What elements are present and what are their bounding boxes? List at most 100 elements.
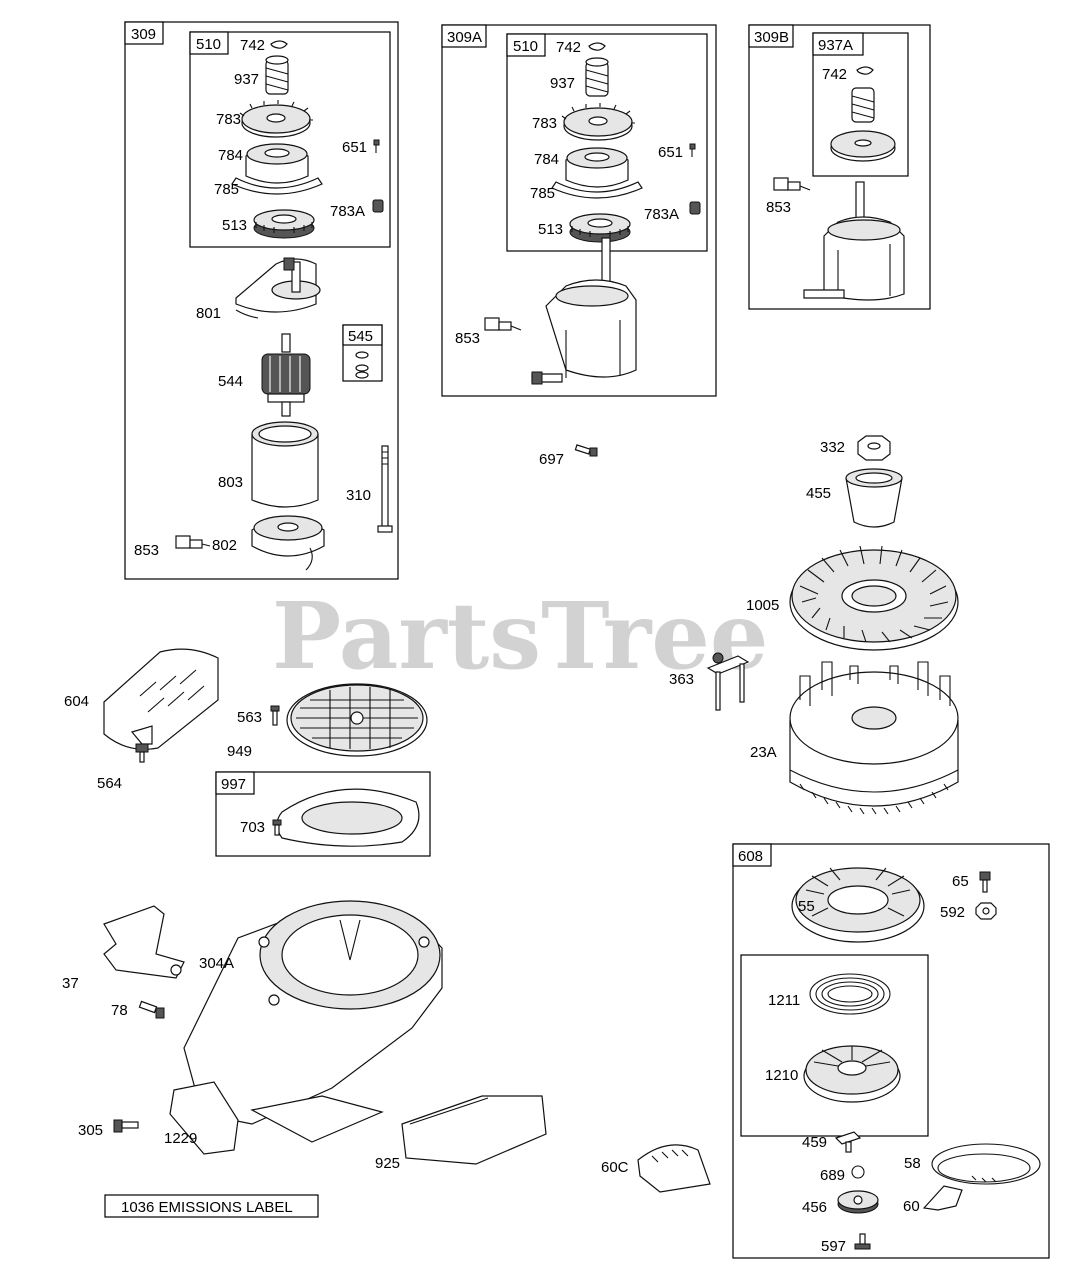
label-742: 742: [240, 37, 265, 54]
part-545-washers[interactable]: [355, 351, 369, 379]
group-label-510b: 510: [513, 38, 538, 55]
part-853-connector-c[interactable]: [773, 177, 811, 191]
part-544-armature[interactable]: [261, 333, 311, 417]
label-1005: 1005: [746, 597, 779, 614]
label-305: 305: [78, 1122, 103, 1139]
emissions-label: 1036 EMISSIONS LABEL: [121, 1199, 293, 1216]
part-937A-pinion-gear[interactable]: [830, 87, 896, 162]
label-703: 703: [240, 819, 265, 836]
part-459-dog[interactable]: [834, 1131, 862, 1153]
label-783: 783: [216, 111, 241, 128]
part-853-connector-b[interactable]: [484, 317, 522, 331]
part-949-screen[interactable]: [286, 683, 428, 757]
part-742-clip-c[interactable]: [856, 66, 874, 75]
label-1210: 1210: [765, 1067, 798, 1084]
group-309: 309 510 742 937 783 7: [124, 21, 399, 580]
label-513: 513: [222, 217, 247, 234]
part-997-plate[interactable]: [276, 788, 420, 847]
label-304A: 304A: [199, 955, 234, 972]
part-1211-spring[interactable]: [809, 973, 891, 1015]
part-742-clip-b[interactable]: [588, 42, 606, 51]
label-564: 564: [97, 775, 122, 792]
part-37-deflector[interactable]: [103, 905, 185, 979]
part-937-pinion-b[interactable]: [585, 57, 609, 97]
label-455: 455: [806, 485, 831, 502]
part-starter-motor-a[interactable]: [531, 237, 637, 385]
label-651-b: 651: [658, 144, 683, 161]
part-742-clip[interactable]: [270, 40, 288, 49]
group-label-309B: 309B: [754, 29, 789, 46]
label-697: 697: [539, 451, 564, 468]
label-802: 802: [212, 537, 237, 554]
group-label-608: 608: [738, 848, 763, 865]
label-1211: 1211: [768, 992, 800, 1009]
part-513-clutch[interactable]: [253, 209, 315, 239]
part-305-screw[interactable]: [113, 1119, 139, 1133]
group-label-997: 997: [221, 776, 246, 793]
part-801-end-cap[interactable]: [235, 257, 321, 319]
part-802-brush-plate[interactable]: [251, 515, 325, 571]
part-604-shield[interactable]: [103, 648, 219, 750]
label-563: 563: [237, 709, 262, 726]
part-55-cover[interactable]: [791, 867, 925, 943]
label-65: 65: [952, 873, 969, 890]
part-1229-baffle[interactable]: [169, 1081, 239, 1155]
group-309A: 309A 510 742 937 783 784 785: [441, 24, 717, 397]
part-564-screw[interactable]: [135, 743, 149, 763]
part-1210-pulley[interactable]: [803, 1045, 901, 1103]
part-803-frame[interactable]: [251, 421, 319, 508]
label-58: 58: [904, 1155, 921, 1172]
label-456: 456: [802, 1199, 827, 1216]
part-592-nut[interactable]: [975, 902, 997, 920]
label-60: 60: [903, 1198, 920, 1215]
part-563-screw[interactable]: [270, 705, 280, 726]
label-853-c: 853: [766, 199, 791, 216]
part-783-gear-b[interactable]: [561, 103, 635, 141]
part-783A-sleeve-b[interactable]: [689, 201, 701, 215]
part-starter-motor-b[interactable]: [803, 181, 905, 301]
label-783A-b: 783A: [644, 206, 679, 223]
part-783A-sleeve[interactable]: [372, 199, 384, 213]
label-60C: 60C: [601, 1159, 629, 1176]
part-60C-handle[interactable]: [637, 1144, 711, 1193]
part-925-guard[interactable]: [401, 1095, 547, 1165]
part-60-handle[interactable]: [922, 1185, 963, 1211]
label-78: 78: [111, 1002, 128, 1019]
part-65-screw[interactable]: [979, 871, 991, 893]
label-785-b: 785: [530, 185, 555, 202]
group-label-937A: 937A: [818, 37, 853, 54]
part-304A-blower-housing[interactable]: [183, 900, 443, 1143]
label-784-b: 784: [534, 151, 559, 168]
part-689-spring[interactable]: [851, 1165, 865, 1179]
part-1005-fan[interactable]: [789, 545, 959, 651]
group-997: 997 703: [215, 771, 431, 857]
label-783-b: 783: [532, 115, 557, 132]
part-783-gear[interactable]: [239, 100, 313, 138]
part-363-bracket[interactable]: [706, 652, 750, 711]
group-label-309: 309: [131, 26, 156, 43]
part-455-cup[interactable]: [845, 468, 903, 528]
label-937-b: 937: [550, 75, 575, 92]
label-604: 604: [64, 693, 89, 710]
part-651-screw[interactable]: [373, 139, 380, 153]
part-937-pinion[interactable]: [265, 55, 289, 95]
part-513-clutch-b[interactable]: [569, 213, 631, 243]
part-597-bolt[interactable]: [854, 1233, 871, 1250]
part-784-housing[interactable]: [231, 143, 323, 195]
group-608: 608 55 65 592 1211: [732, 843, 1050, 1259]
label-332: 332: [820, 439, 845, 456]
part-23A-flywheel[interactable]: [789, 661, 959, 815]
part-853-connector[interactable]: [175, 535, 211, 549]
part-332-nut[interactable]: [857, 435, 891, 461]
part-651-screw-b[interactable]: [689, 143, 696, 157]
part-697-screw[interactable]: [574, 444, 598, 457]
part-703-screw[interactable]: [272, 819, 282, 836]
part-456-retainer[interactable]: [837, 1190, 879, 1214]
group-label-545: 545: [348, 328, 373, 345]
group-309B: 309B 937A 742 853: [748, 24, 931, 310]
part-78-screw[interactable]: [138, 1000, 165, 1019]
label-37: 37: [62, 975, 79, 992]
part-58-rope[interactable]: [931, 1143, 1041, 1185]
part-784-housing-b[interactable]: [551, 147, 643, 199]
part-310-bolt[interactable]: [377, 445, 393, 533]
